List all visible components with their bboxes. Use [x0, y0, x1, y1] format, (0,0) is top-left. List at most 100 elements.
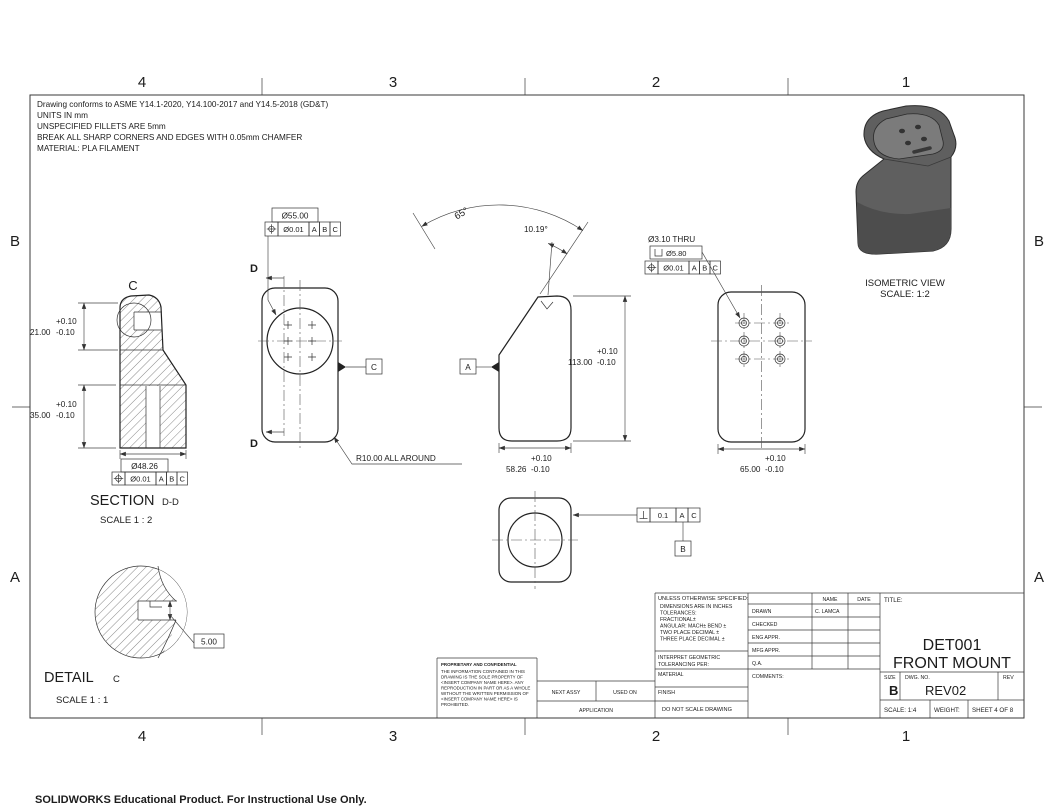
side-view: 65° 10.19° +0.10 113.00 -0.10 +0.10 58.2…: [412, 204, 631, 474]
tb-size-label: SIZE: [884, 675, 896, 681]
tb-tolerances: TOLERANCES:: [660, 611, 697, 617]
section-cut-line: D D: [250, 263, 285, 450]
angle-value: 10.19°: [524, 225, 548, 234]
dim-value: 113.00: [568, 358, 593, 367]
note-line: UNSPECIFIED FILLETS ARE 5mm: [37, 122, 166, 131]
proprietary-line: REPRODUCTION IN PART OR AS A WHOLE: [441, 686, 530, 691]
front-view: Ø55.00 Ø0.01 A B C: [250, 207, 462, 465]
datum-b-flag: B: [674, 522, 692, 557]
feature-control-frame: Ø0.01 A B C: [111, 471, 188, 486]
detail-callout-label: C: [128, 278, 137, 293]
tb-interpret-1: INTERPRET GEOMETRIC: [658, 655, 720, 661]
hole-note-line1: Ø3.10 THRU: [648, 235, 695, 244]
tb-sheet: SHEET 4 OF 8: [972, 707, 1014, 714]
proprietary-line: PROHIBITED.: [441, 702, 469, 707]
proprietary-line: <INSERT COMPANY NAME HERE> IS: [441, 697, 518, 702]
title-block: UNLESS OTHERWISE SPECIFIED: DIMENSIONS A…: [436, 592, 1024, 718]
position-symbol-icon: [266, 224, 277, 234]
dim-value: 58.26: [506, 465, 527, 474]
position-symbol-icon: [113, 473, 124, 484]
fcf-datum: C: [712, 264, 718, 273]
view-scale: SCALE 1 : 1: [56, 695, 108, 706]
fcf-datum: C: [332, 225, 338, 234]
tb-rev-label: REV: [1003, 675, 1014, 681]
zone-col-label: 2: [652, 74, 660, 91]
dim-65: +0.10 65.00 -0.10: [717, 444, 806, 474]
tb-dwgno-value: REV02: [925, 683, 966, 698]
tb-date-header: DATE: [857, 597, 871, 603]
hole-center-marks: [284, 321, 316, 361]
footer-text: SOLIDWORKS Educational Product. For Inst…: [35, 794, 367, 806]
fcf-datum: C: [691, 511, 697, 520]
dim-5: 5.00: [167, 600, 225, 649]
note-line: BREAK ALL SHARP CORNERS AND EDGES WITH 0…: [37, 133, 302, 142]
dim-48-26: Ø48.26 Ø0.01 A B C: [111, 450, 188, 486]
tb-row-label: ENG APPR.: [752, 635, 780, 641]
dim-21: +0.10 21.00 -0.10: [30, 302, 118, 351]
zone-col-label: 2: [652, 728, 660, 745]
dim-value: 65.00: [740, 465, 761, 474]
tb-title-label: TITLE:: [884, 597, 903, 604]
tb-dims-inches: DIMENSIONS ARE IN INCHES: [660, 604, 733, 610]
note-line: Drawing conforms to ASME Y14.1-2020, Y14…: [37, 100, 329, 109]
fcf-tolerance: Ø0.01: [663, 264, 683, 273]
dim-55: Ø55.00 Ø0.01 A B C: [264, 207, 341, 316]
dim-tol-minus: -0.10: [56, 411, 75, 420]
proprietary-line: THE INFORMATION CONTAINED IN THIS: [441, 669, 525, 674]
radius-note-text: R10.00 ALL AROUND: [356, 454, 436, 463]
detail-callout-circle: [116, 302, 152, 338]
proprietary-block: PROPRIETARY AND CONFIDENTIAL THE INFORMA…: [436, 657, 538, 718]
view-title: ISOMETRIC VIEW: [865, 278, 945, 289]
zone-col-label: 1: [902, 728, 910, 745]
proprietary-line: DRAWING IS THE SOLE PROPERTY OF: [441, 675, 523, 680]
feature-control-frame: Ø0.01 A B C: [264, 221, 341, 237]
zone-row-label: A: [1034, 569, 1044, 586]
dim-value: 5.00: [201, 638, 217, 647]
zone-row-label: B: [10, 233, 20, 250]
datum-label: A: [465, 363, 471, 372]
tb-row-label: DRAWN: [752, 609, 772, 615]
tb-next-assy: NEXT ASSY: [552, 690, 581, 696]
tb-three-place: THREE PLACE DECIMAL ±: [660, 637, 725, 643]
tb-weight: WEIGHT:: [934, 707, 960, 714]
tb-material-label: MATERIAL: [658, 672, 684, 678]
zone-row-label: B: [1034, 233, 1044, 250]
fcf-datum: B: [702, 264, 707, 273]
tb-scale: SCALE: 1:4: [884, 707, 917, 714]
position-symbol-icon: [646, 262, 657, 273]
fcf-datum: A: [159, 475, 164, 484]
fcf-datum: A: [312, 225, 317, 234]
general-notes: Drawing conforms to ASME Y14.1-2020, Y14…: [37, 100, 329, 153]
dim-58-26: +0.10 58.26 -0.10: [498, 443, 572, 474]
dim-tol-plus: +0.10: [56, 317, 77, 326]
tb-angular: ANGULAR: MACH± BEND ±: [660, 624, 726, 630]
radius-note: R10.00 ALL AROUND: [333, 436, 462, 465]
zone-col-label: 3: [389, 728, 397, 745]
section-dd-view: C +0.10 21.00 -0.10 +0.10 35.00 -0.10 Ø4…: [30, 278, 188, 526]
dim-value: Ø55.00: [282, 212, 309, 221]
bottom-view: 0.1 A C B: [492, 491, 701, 589]
detail-c-view: 5.00 DETAIL C SCALE 1 : 1: [44, 565, 225, 706]
feature-control-frame: Ø0.01 A B C: [644, 260, 721, 275]
dim-113: +0.10 113.00 -0.10: [568, 295, 631, 442]
zone-col-label: 3: [389, 74, 397, 91]
perpendicularity-symbol-icon: [639, 511, 648, 519]
dim-tol-plus: +0.10: [597, 347, 618, 356]
proprietary-line: <INSERT COMPANY NAME HERE>. ANY: [441, 680, 524, 685]
cut-label: D: [250, 438, 258, 450]
isometric-holes: [899, 124, 927, 146]
fcf-datum: A: [679, 511, 684, 520]
dim-tol-plus: +0.10: [56, 400, 77, 409]
fcf-datum: B: [169, 475, 174, 484]
zone-row-label: A: [10, 569, 20, 586]
hole-callout: Ø3.10 THRU Ø5.80 Ø0.01 A B C: [644, 235, 741, 319]
fcf-datum: A: [692, 264, 697, 273]
dim-tol-plus: +0.10: [531, 454, 552, 463]
view-title: SECTION: [90, 493, 154, 509]
dim-value: 35.00: [30, 411, 51, 420]
dim-angle-65: 65°: [412, 204, 589, 295]
fcf-tolerance: Ø0.01: [283, 225, 303, 234]
view-scale: SCALE: 1:2: [880, 289, 930, 300]
